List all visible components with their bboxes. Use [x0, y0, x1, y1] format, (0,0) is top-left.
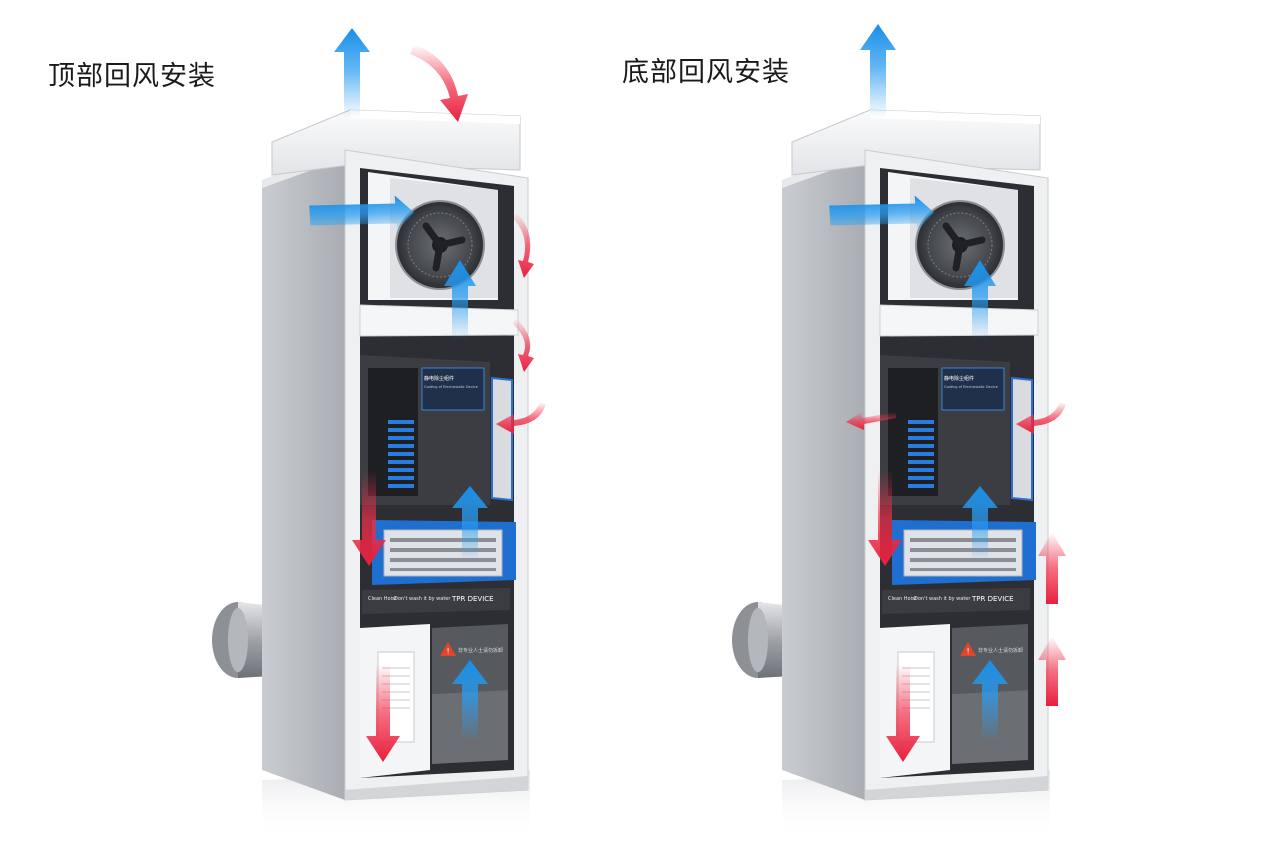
blue-arrow-icon: [334, 28, 370, 118]
blue-arrow-icon: [452, 486, 488, 560]
red-arrow-icon: [366, 664, 400, 762]
device-note: Don't wash it by water: [394, 596, 451, 602]
panel-title: 静电除尘组件: [944, 375, 974, 382]
red-arrow-icon: [352, 470, 386, 566]
red-arrow-icon: [1038, 532, 1066, 604]
red-arrow-icon: [1038, 636, 1066, 706]
device-brand: Clean Hoist: [368, 596, 397, 602]
red-arrow-icon: [1016, 402, 1066, 434]
red-arrow-icon: [513, 212, 534, 278]
device-brand: Clean Hoist: [888, 596, 917, 602]
blue-arrow-icon: [444, 260, 476, 340]
red-arrow-icon: [410, 44, 468, 122]
svg-text:!: !: [447, 647, 450, 656]
red-arrow-icon: [846, 412, 896, 430]
blue-arrow-icon: [829, 195, 934, 232]
blue-arrow-icon: [964, 260, 996, 340]
red-arrow-icon: [868, 470, 902, 566]
warning-triangle-icon: !: [440, 642, 456, 656]
warning-text: 非专业人士请勿拆卸: [458, 647, 503, 654]
cabinet-bottom-return-illustration: 静电除尘组件 Coating of Electrostatic Device C…: [720, 24, 1066, 853]
red-arrow-icon: [886, 664, 920, 762]
blue-arrow-icon: [309, 195, 414, 232]
blue-arrow-icon: [962, 486, 998, 560]
blue-arrow-icon: [972, 660, 1008, 742]
device-name: TPR DEVICE: [451, 595, 494, 603]
caption-bottom-return: 底部回风安装: [622, 57, 790, 88]
panel-subtitle: Coating of Electrostatic Device: [424, 385, 478, 389]
warning-text: 非专业人士请勿拆卸: [978, 647, 1023, 654]
device-note: Don't wash it by water: [914, 596, 971, 602]
panel-title: 静电除尘组件: [424, 375, 454, 382]
red-arrow-icon: [513, 318, 534, 372]
red-arrow-icon: [496, 402, 546, 434]
cabinet-top-return-illustration: 静电除尘组件 Coating of Electrostatic Device C…: [200, 28, 546, 853]
caption-top-return: 顶部回风安装: [48, 61, 216, 92]
device-name: TPR DEVICE: [971, 595, 1014, 603]
blue-arrow-icon: [860, 24, 896, 118]
warning-triangle-icon: !: [960, 642, 976, 656]
panel-subtitle: Coating of Electrostatic Device: [944, 385, 998, 389]
blue-arrow-icon: [452, 660, 488, 742]
svg-text:!: !: [967, 647, 970, 656]
